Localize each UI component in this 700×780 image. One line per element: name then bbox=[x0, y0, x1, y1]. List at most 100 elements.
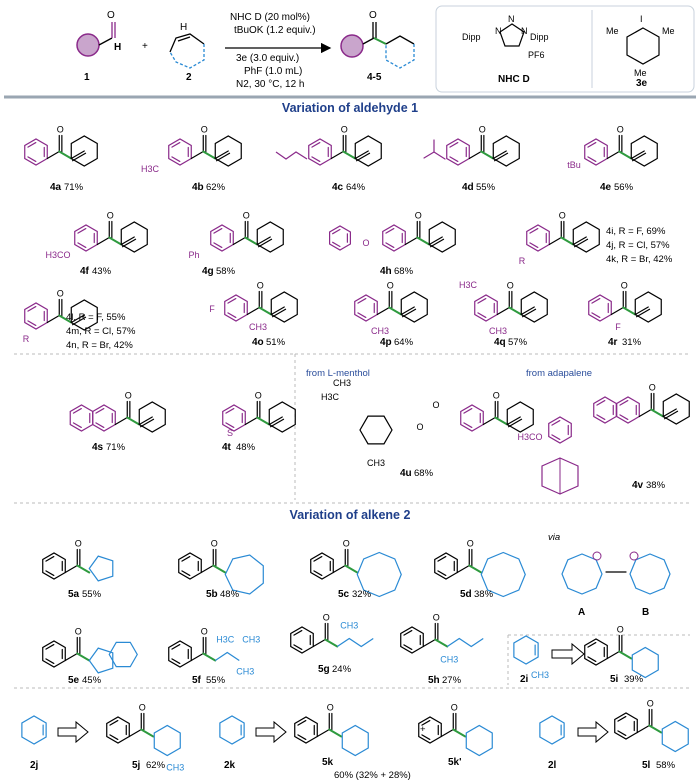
svg-text:H3C: H3C bbox=[321, 392, 340, 402]
label-4a: 4a bbox=[50, 182, 62, 193]
structure-5k: O bbox=[294, 703, 369, 757]
yield-4a: 71% bbox=[64, 182, 84, 193]
yield-4c: 64% bbox=[346, 182, 366, 193]
svg-text:R: R bbox=[23, 334, 30, 344]
yield-4e: 56% bbox=[614, 182, 634, 193]
nhc-label: NHC D bbox=[498, 74, 530, 85]
svg-text:O: O bbox=[323, 613, 330, 623]
svg-text:O: O bbox=[201, 627, 208, 637]
structure-4g: OPh bbox=[188, 211, 284, 260]
svg-text:tBu: tBu bbox=[567, 160, 581, 170]
label-4h: 4h bbox=[380, 266, 392, 277]
svg-text:O: O bbox=[57, 289, 64, 299]
substrate-2i: CH3 bbox=[513, 635, 585, 680]
condition-2: tBuOK (1.2 equiv.) bbox=[234, 25, 316, 36]
product-label: 4-5 bbox=[367, 72, 382, 83]
condition-1: NHC D (20 mol%) bbox=[230, 12, 310, 23]
yield-4r: 31% bbox=[622, 337, 642, 348]
aldehyde-label: 1 bbox=[84, 72, 90, 83]
svg-text:O: O bbox=[343, 539, 350, 549]
structure-5k-prime: O bbox=[418, 703, 493, 757]
svg-text:O: O bbox=[387, 281, 394, 291]
note-4v: from adapalene bbox=[526, 368, 592, 379]
label-4t: 4t bbox=[222, 442, 232, 453]
svg-text:O: O bbox=[621, 281, 628, 291]
svg-text:O: O bbox=[139, 703, 146, 713]
label-5i: 5i bbox=[610, 674, 619, 685]
yield-5c: 32% bbox=[352, 589, 372, 600]
aldehyde-labels: 4a 71% 4b 62% 4c 64% 4d 55% 4e 56% 4f 43… bbox=[50, 182, 673, 491]
label-4k: 4k, R = Br, 42% bbox=[606, 254, 673, 265]
label-5g: 5g bbox=[318, 664, 330, 675]
label-4n: 4n, R = Br, 42% bbox=[66, 340, 133, 351]
note-4u: from L-menthol bbox=[306, 368, 370, 379]
label-4s: 4s bbox=[92, 442, 104, 453]
structure-4a: O bbox=[24, 125, 98, 167]
svg-text:CH3: CH3 bbox=[440, 655, 458, 665]
svg-text:CH3: CH3 bbox=[242, 635, 260, 645]
yield-5b: 48% bbox=[220, 589, 240, 600]
svg-text:CH3: CH3 bbox=[489, 326, 507, 336]
structure-4s: O bbox=[69, 391, 166, 433]
yield-4s: 71% bbox=[106, 442, 126, 453]
structure-5a: O bbox=[42, 539, 114, 582]
svg-text:O: O bbox=[617, 625, 624, 635]
label-4d: 4d bbox=[462, 182, 474, 193]
svg-text:O: O bbox=[432, 400, 439, 410]
svg-text:O: O bbox=[211, 539, 218, 549]
svg-text:O: O bbox=[649, 383, 656, 393]
label-4o: 4o bbox=[252, 337, 264, 348]
yield-4q: 57% bbox=[508, 337, 528, 348]
svg-text:O: O bbox=[257, 281, 264, 291]
svg-text:H3C: H3C bbox=[216, 635, 235, 645]
label-4g: 4g bbox=[202, 266, 214, 277]
resonance-a-label: A bbox=[578, 607, 585, 618]
label-5b: 5b bbox=[206, 589, 218, 600]
svg-text:CH3: CH3 bbox=[166, 763, 184, 773]
structure-5j: O CH3 bbox=[106, 703, 184, 773]
structure-4l-n: OR bbox=[23, 289, 98, 344]
svg-text:O: O bbox=[341, 125, 348, 135]
svg-text:O: O bbox=[75, 627, 82, 637]
substrate-2k bbox=[219, 715, 287, 745]
label-2l: 2l bbox=[548, 760, 557, 771]
yield-4b: 62% bbox=[206, 182, 226, 193]
svg-text:Me: Me bbox=[634, 68, 647, 78]
yield-4t: 48% bbox=[236, 442, 256, 453]
svg-text:O: O bbox=[617, 125, 624, 135]
svg-text:O: O bbox=[57, 125, 64, 135]
condition-4: PhF (1.0 mL) bbox=[244, 66, 302, 77]
svg-text:Dipp: Dipp bbox=[530, 32, 549, 42]
svg-text:O: O bbox=[415, 211, 422, 221]
svg-text:H3CO: H3CO bbox=[517, 432, 542, 442]
alkene-h: H bbox=[180, 22, 187, 33]
yield-5k-total: 60% (32% + 28%) bbox=[334, 770, 411, 780]
label-4m: 4m, R = Cl, 57% bbox=[66, 326, 136, 337]
yield-4g: 58% bbox=[216, 266, 236, 277]
svg-text:O: O bbox=[327, 703, 334, 713]
product-generic: O bbox=[340, 10, 415, 69]
section-alkene-title: Variation of alkene 2 bbox=[290, 508, 411, 522]
label-5f: 5f bbox=[192, 675, 202, 686]
svg-text:CH3: CH3 bbox=[531, 670, 549, 680]
label-4p: 4p bbox=[380, 337, 392, 348]
yield-4d: 55% bbox=[476, 182, 496, 193]
svg-text:CH3: CH3 bbox=[367, 458, 385, 468]
svg-text:Me: Me bbox=[606, 26, 619, 36]
structure-5b: O bbox=[178, 539, 264, 595]
alkene-label: 2 bbox=[186, 72, 192, 83]
yield-4p: 64% bbox=[394, 337, 414, 348]
alkene-labels: 5a 55% 5b 48% 5c 32% 5d 38% via A B 5e 4… bbox=[30, 532, 676, 780]
svg-text:CH3: CH3 bbox=[236, 667, 254, 677]
label-4q: 4q bbox=[494, 337, 506, 348]
structure-4c: O bbox=[275, 125, 382, 167]
svg-text:N: N bbox=[495, 26, 502, 36]
general-scheme: O H 1 + H 2 NHC D (20 mol%) tBuOK (1.2 e… bbox=[76, 5, 695, 93]
reagent-3e-structure: I Me Me Me bbox=[606, 14, 675, 78]
